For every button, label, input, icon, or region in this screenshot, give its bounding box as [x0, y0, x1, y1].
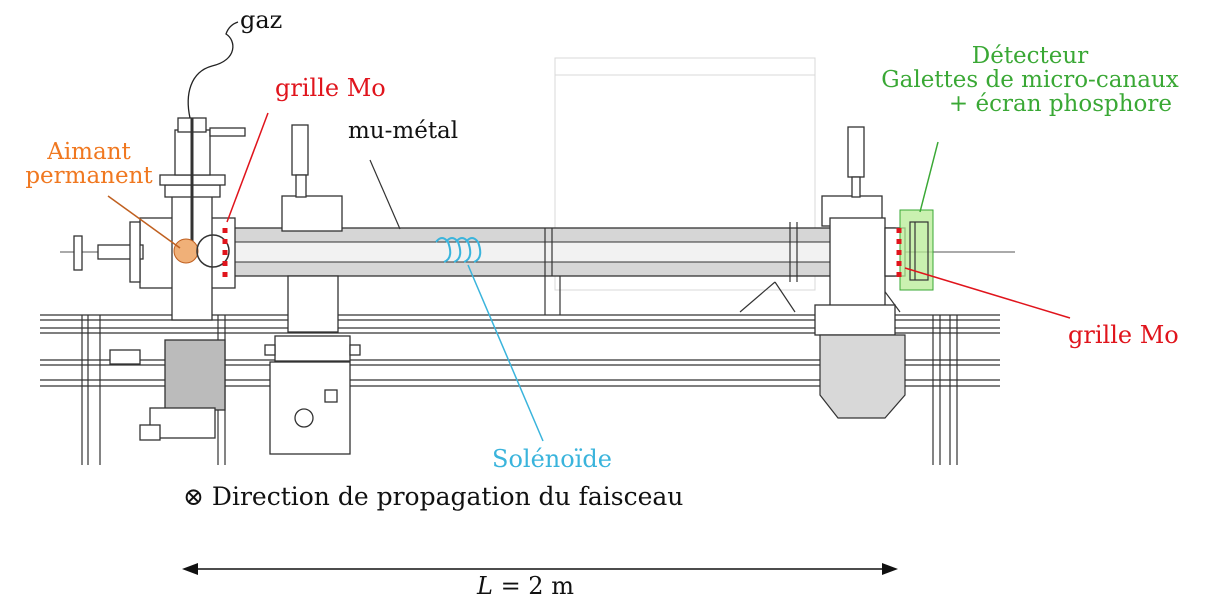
- length-label: L = 2 m: [477, 572, 574, 600]
- background-frame: [554, 57, 816, 291]
- beam-direction-label: ⊗ Direction de propagation du faisceau: [183, 482, 684, 511]
- length-arrow: [182, 563, 898, 575]
- length-value: = 2 m: [492, 572, 574, 600]
- detector-chamber: [814, 126, 906, 336]
- solenoid-coils: [435, 237, 482, 263]
- gas-line: [187, 21, 239, 119]
- detector-label-line1: Détecteur: [971, 43, 1089, 69]
- grid-mo-right-label: grille Mo: [1068, 321, 1179, 349]
- left-pump: [109, 339, 226, 441]
- magnet-leader: [107, 195, 181, 249]
- grid-top-leader: [226, 112, 269, 223]
- tube-flanges: [544, 222, 798, 282]
- magnet-label: Aimant permanent: [14, 140, 164, 188]
- detector-leader: [919, 141, 939, 213]
- beam-direction-text: Direction de propagation du faisceau: [211, 482, 684, 511]
- magnet-body: [173, 238, 199, 264]
- magnet-label-line2: permanent: [25, 163, 153, 190]
- gas-label: gaz: [240, 6, 283, 34]
- interaction-ring: [196, 234, 230, 268]
- grid-mo-top-label: grille Mo: [275, 74, 386, 102]
- beam-direction-icon: ⊗: [183, 482, 204, 511]
- inner-tube: [214, 241, 896, 263]
- length-variable: L: [477, 572, 493, 600]
- detector-label-line3: + écran phosphore: [948, 91, 1172, 118]
- source-chamber: [73, 117, 246, 321]
- grid-right-leader: [904, 267, 1071, 319]
- magnet-label-line1: Aimant: [47, 139, 131, 165]
- center-pump: [264, 124, 361, 455]
- detector-label: Détecteur Galettes de micro-canaux + écr…: [860, 43, 1200, 118]
- mu-metal-label: mu-métal: [348, 118, 459, 144]
- solenoid-leader: [467, 264, 544, 442]
- mu-metal-leader: [369, 159, 401, 230]
- solenoid-label: Solénoïde: [492, 445, 612, 473]
- detector-label-line2: Galettes de micro-canaux: [881, 67, 1179, 94]
- detector-mount: [819, 334, 906, 419]
